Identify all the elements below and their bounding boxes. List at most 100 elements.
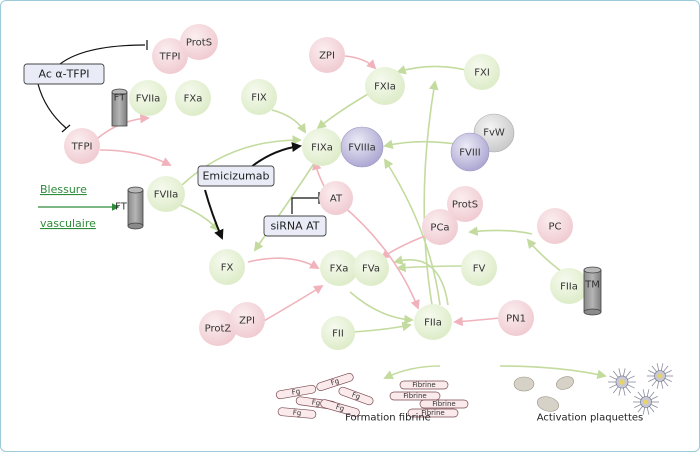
arrow-zpi-fxia <box>344 55 377 70</box>
arrow-pc-pca <box>468 226 533 236</box>
node-fiia-right: FIIa <box>550 268 588 304</box>
svg-text:Ac α-TFPI: Ac α-TFPI <box>38 68 89 81</box>
fibrinogen-strand: Fg <box>320 399 360 417</box>
injury-label: Blessure vasculaire <box>40 183 96 230</box>
fibrinogen-strand: Fg <box>316 373 354 391</box>
platelets-activated <box>608 363 673 415</box>
svg-text:AT: AT <box>330 194 343 205</box>
svg-text:FII: FII <box>332 329 344 340</box>
node-fx: FX <box>209 249 245 285</box>
activated-platelet <box>608 368 636 396</box>
box-ac-tfpi: Ac α-TFPI <box>23 63 105 85</box>
platelets-caption: Activation plaquettes <box>537 413 644 424</box>
arrow-tfpi-ft <box>99 149 172 166</box>
node-pn1: PN1 <box>498 300 534 336</box>
activated-platelet <box>633 389 659 415</box>
svg-text:FVIIIa: FVIIIa <box>348 143 376 154</box>
arrow-fibrin <box>383 365 441 380</box>
fibrinogen-strand: Fg <box>338 386 374 406</box>
arrow-fix-fixa <box>271 109 307 134</box>
fibrin-strand: Fibrine <box>389 391 441 401</box>
svg-text:FIX: FIX <box>251 93 267 104</box>
arrow-fixa-fx <box>253 161 316 252</box>
activation-arrows <box>179 65 607 380</box>
svg-text:FX: FX <box>221 263 234 274</box>
node-fiia: FIIa <box>414 304 452 340</box>
node-fviiia: FVIIIa <box>340 126 384 168</box>
node-at: AT <box>319 181 353 215</box>
svg-text:FXIa: FXIa <box>374 82 396 93</box>
arrow-fxia-fixa <box>316 89 376 130</box>
svg-text:Blessure: Blessure <box>40 183 87 196</box>
fibrin-strand: Fibrine <box>399 380 449 390</box>
arrow-emicizumab-fx <box>204 189 224 240</box>
svg-text:ProtS: ProtS <box>452 200 478 211</box>
tissue-factor-mid: FT <box>115 186 144 230</box>
block-line-actfpi-tfpi-top <box>59 44 146 65</box>
node-fxi: FXI <box>464 54 500 90</box>
arrow-fviia-fx <box>179 204 220 232</box>
arrow-fx-fxa <box>247 257 320 269</box>
svg-text:ZPI: ZPI <box>319 51 335 62</box>
node-prots-mid: ProtS <box>447 186 483 222</box>
node-protz: ProtZ <box>199 310 237 346</box>
arrow-fxi-fxia <box>396 65 467 75</box>
svg-text:FvW: FvW <box>483 128 505 139</box>
svg-text:FVIIa: FVIIa <box>136 94 161 105</box>
fibrinogen-strand: Fg <box>275 384 317 400</box>
node-fviia-mid: FVIIa <box>147 176 185 212</box>
node-pc: PC <box>537 208 573 244</box>
node-zpi-bottom: ZPI <box>229 302 265 338</box>
fibrin-label: Fibrine <box>412 381 435 389</box>
box-sirna-at: siRNA AT <box>263 215 327 237</box>
arrow-zpi-fxa <box>261 284 324 323</box>
node-fix: FIX <box>241 79 277 115</box>
fibrinogen-label: Fg <box>311 398 321 407</box>
svg-text:FIXa: FIXa <box>311 143 333 154</box>
svg-text:FT: FT <box>115 202 128 213</box>
fibrin-label: Fibrine <box>421 409 444 417</box>
svg-text:ProtS: ProtS <box>186 38 212 49</box>
arrow-fii-fiia <box>351 321 412 333</box>
node-tfpi-top: TFPI <box>152 38 188 74</box>
arrow-fiia-tm-pc <box>526 238 563 273</box>
node-fixa: FIXa <box>302 128 342 166</box>
block-line-sirna-at <box>291 197 318 214</box>
node-fxa-top: FXa <box>175 80 211 116</box>
svg-text:FVIII: FVIII <box>459 148 480 159</box>
svg-text:FVIIa: FVIIa <box>154 190 179 201</box>
fibrinogen-label: Fg <box>291 387 301 396</box>
activated-platelet <box>647 363 673 389</box>
fibrinogen-strand: Fg <box>277 407 317 419</box>
node-fv: FV <box>461 250 497 286</box>
box-emicizumab: Emicizumab <box>197 165 275 187</box>
node-fva: FVa <box>353 250 389 286</box>
drug-lines <box>37 40 320 214</box>
node-fxia: FXIa <box>365 67 405 105</box>
svg-text:PCa: PCa <box>430 223 449 234</box>
svg-text:FVa: FVa <box>362 264 380 275</box>
svg-text:FIIa: FIIa <box>560 282 578 293</box>
svg-text:siRNA AT: siRNA AT <box>270 220 319 233</box>
svg-text:Emicizumab: Emicizumab <box>202 170 269 183</box>
node-fviia-top: FVIIa <box>129 80 167 116</box>
node-zpi-top: ZPI <box>309 37 345 73</box>
block-line-actfpi-tfpi-left <box>37 83 67 129</box>
fibrin-label: Fibrine <box>432 400 455 408</box>
svg-text:FV: FV <box>473 264 486 275</box>
thrombomodulin: TM <box>583 266 602 316</box>
fibrin-label: Fibrine <box>403 392 426 400</box>
node-tfpi-left: TFPI <box>64 128 100 164</box>
svg-text:ZPI: ZPI <box>239 316 255 327</box>
node-fxa-mid: FXa <box>320 250 358 286</box>
fibrinogen-label: Fg <box>292 409 301 418</box>
arrow-fiia-fviiia <box>383 158 441 306</box>
fibrin-caption: Formation fibrine <box>345 413 431 424</box>
svg-text:TFPI: TFPI <box>71 142 93 153</box>
svg-text:FIIa: FIIa <box>424 318 442 329</box>
node-pca: PCa <box>422 209 458 245</box>
fibrin-strand: Fibrine <box>407 408 459 418</box>
platelets-resting <box>513 376 575 412</box>
